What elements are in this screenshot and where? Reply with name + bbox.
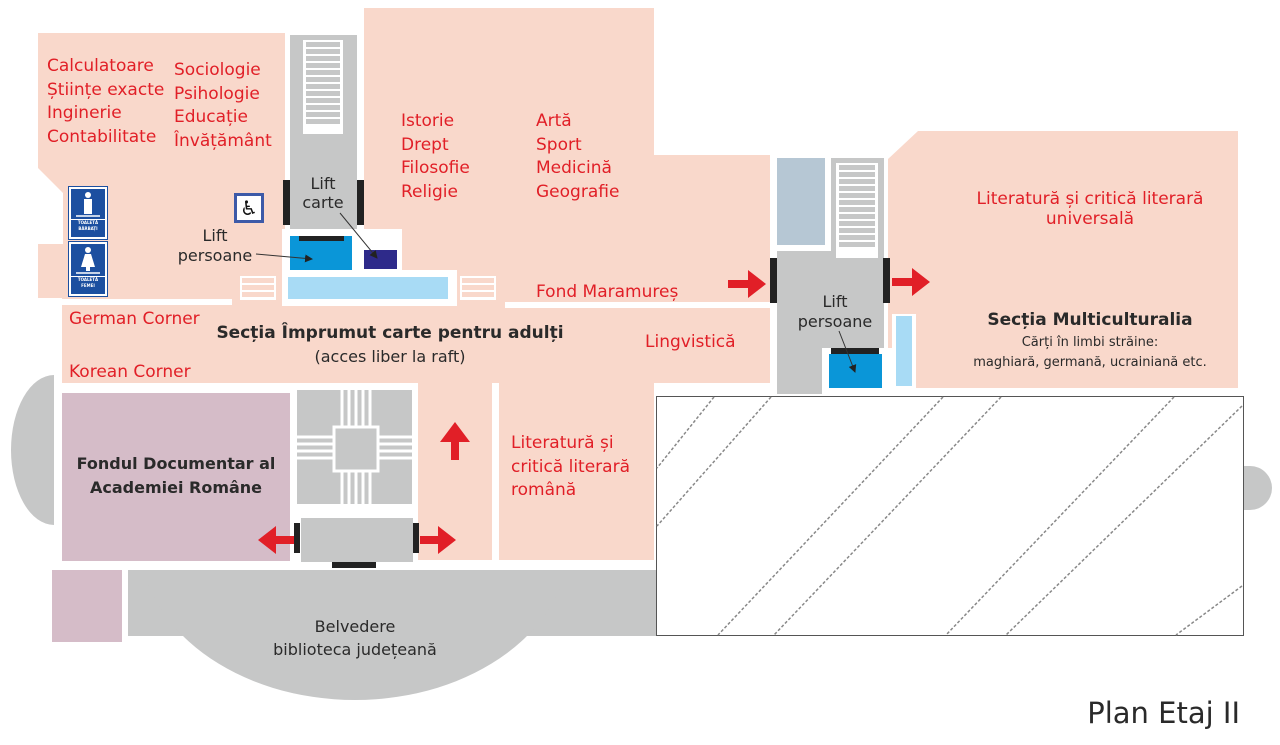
door [357, 180, 364, 225]
map-title: Plan Etaj II [1087, 696, 1240, 730]
section-multicultural: Secția Multiculturalia Cărți în limbi st… [973, 310, 1207, 370]
service-desk [288, 277, 448, 299]
room-academy-annex [52, 570, 122, 642]
lift-door [831, 348, 879, 354]
arrow-right-icon [892, 268, 930, 296]
arrow-up-icon [440, 422, 470, 460]
west-bay [11, 375, 54, 525]
room-east [888, 131, 1238, 388]
room-corridor-pink-strip [38, 244, 62, 298]
arrow-left-icon [258, 526, 294, 554]
restricted-area [656, 396, 1244, 636]
lift-door [299, 236, 344, 241]
stairs-small [460, 276, 496, 300]
section-adult-lending: Secția Împrumut carte pentru adulți (acc… [216, 323, 564, 366]
east-bay [1244, 466, 1272, 510]
room-center-south [418, 383, 492, 560]
label-lingvistica: Lingvistică [645, 332, 736, 352]
shelf [896, 316, 912, 386]
room-romanian-lit [499, 383, 654, 560]
sign-text: TOALETĂ [77, 220, 99, 225]
staircase-east [836, 163, 878, 258]
door [770, 258, 777, 303]
woman-icon [76, 247, 100, 274]
arrow-right-icon [420, 526, 456, 554]
book-lift [364, 250, 397, 269]
door [283, 180, 290, 225]
sign-text: TOALETĂ [77, 277, 99, 282]
door [332, 562, 376, 568]
person-lift-right [829, 354, 882, 388]
arrow-right-icon [728, 270, 766, 298]
label-fond-maramures: Fond Maramureș [536, 282, 679, 302]
person-lift-left [290, 236, 352, 270]
wall [505, 302, 770, 308]
landing-south [301, 518, 413, 562]
room-center-north-right [654, 155, 770, 244]
wall [62, 299, 232, 305]
label-german-corner: German Corner [69, 309, 200, 329]
wall [492, 428, 499, 560]
wheelchair-icon: ♿ [234, 193, 264, 223]
door [294, 523, 300, 553]
room-academy [62, 393, 290, 561]
stair-pattern [297, 390, 412, 504]
door [883, 258, 890, 303]
stairs-small [240, 276, 276, 300]
door [413, 523, 419, 553]
sign-text: BĂRBAȚI [78, 226, 98, 231]
storage [777, 158, 831, 251]
staircase [303, 40, 343, 134]
man-icon [76, 192, 100, 217]
label-korean-corner: Korean Corner [69, 362, 191, 382]
room-adult-lending [62, 244, 770, 383]
sign-text: FEMEI [81, 283, 95, 288]
room-center-north [364, 8, 654, 244]
